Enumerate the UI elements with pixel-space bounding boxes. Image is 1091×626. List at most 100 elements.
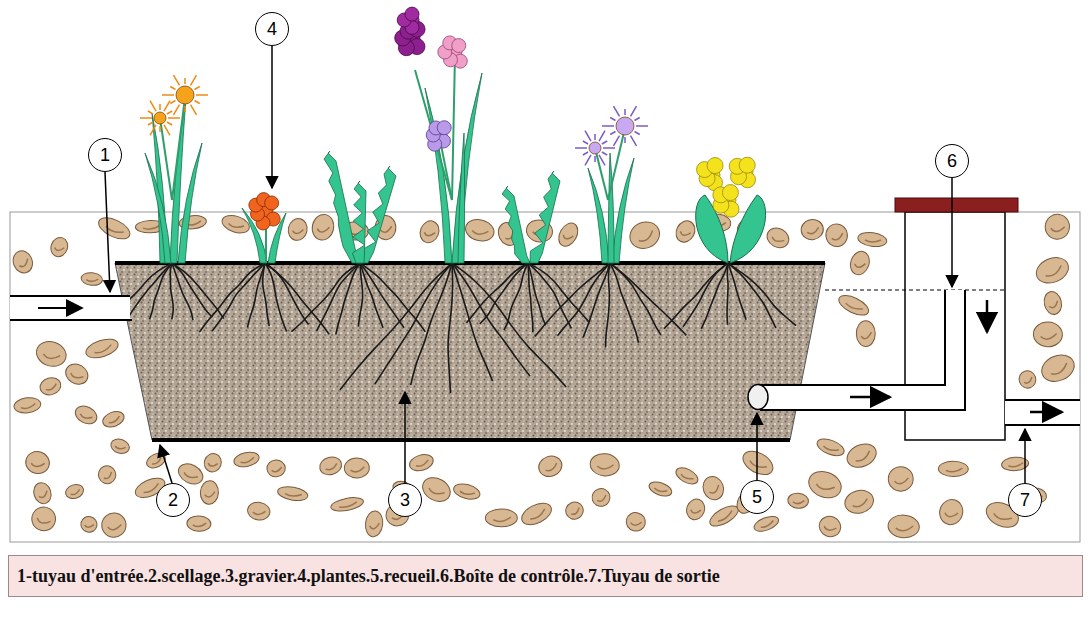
petal-ray — [603, 147, 615, 149]
callout-number: 5 — [752, 488, 762, 506]
rock — [463, 217, 496, 244]
leaf — [425, 88, 452, 263]
callout-number: 1 — [100, 146, 110, 164]
root — [336, 263, 360, 334]
petal-ray — [150, 101, 156, 111]
rock — [563, 499, 586, 522]
rock — [38, 375, 63, 397]
callout-circle: 7 — [1008, 483, 1042, 517]
rock — [938, 461, 968, 477]
rock — [344, 458, 369, 479]
root — [360, 263, 383, 328]
callout-number: 6 — [947, 152, 957, 170]
flower — [405, 7, 419, 21]
petal-ray — [150, 125, 156, 135]
leaf — [612, 158, 634, 263]
collector-pipe — [748, 290, 965, 410]
petal-ray — [585, 155, 591, 165]
petal-ray — [583, 141, 588, 144]
petal-ray — [174, 105, 180, 115]
rock — [590, 486, 612, 508]
leaf — [352, 181, 366, 263]
rock — [452, 481, 482, 501]
rock — [79, 515, 98, 534]
root — [265, 263, 287, 331]
flower — [616, 117, 634, 135]
rock — [408, 452, 436, 473]
petal-ray — [164, 125, 170, 135]
root — [358, 263, 362, 327]
petal-ray — [167, 111, 172, 114]
callout-circle: 3 — [388, 483, 422, 517]
root — [535, 263, 610, 337]
flower — [176, 86, 194, 104]
rock — [856, 321, 875, 347]
root — [199, 263, 265, 332]
rock — [673, 464, 700, 487]
stem — [452, 55, 455, 200]
stem — [160, 118, 172, 200]
petal-ray — [164, 101, 170, 111]
rock — [816, 513, 844, 540]
petal-ray — [196, 94, 208, 96]
stem — [172, 98, 185, 200]
flower — [739, 157, 755, 173]
rock — [842, 487, 876, 516]
rock — [700, 474, 727, 503]
petal-ray — [170, 87, 175, 90]
root — [212, 263, 265, 331]
rock — [672, 218, 698, 246]
root — [448, 263, 453, 393]
petal-ray — [148, 111, 153, 114]
root — [360, 263, 404, 328]
root — [480, 263, 528, 324]
petal-ray — [635, 118, 640, 121]
petal-ray — [610, 118, 615, 121]
petal-ray — [602, 152, 607, 155]
root — [247, 263, 265, 327]
rock — [626, 217, 664, 253]
petal-ray — [191, 75, 197, 85]
plants — [140, 7, 766, 263]
rock — [96, 463, 119, 486]
root — [528, 263, 589, 322]
petal-ray — [636, 125, 648, 127]
rock — [752, 513, 780, 534]
root — [265, 263, 309, 325]
leaf — [458, 133, 465, 263]
petal-ray — [614, 136, 620, 146]
rock — [95, 214, 133, 244]
callout-circle: 6 — [935, 144, 969, 178]
caption-band: 1-tuyau d'entrée.2.scellage.3.gravier.4.… — [8, 555, 1083, 597]
flower — [452, 39, 466, 53]
petal-ray — [594, 134, 596, 140]
leaf — [242, 208, 267, 263]
rock — [187, 515, 212, 531]
callout-circle: 5 — [740, 480, 774, 514]
root — [728, 263, 776, 328]
rock — [647, 479, 673, 499]
petal-ray — [583, 152, 588, 155]
rock — [417, 218, 442, 245]
callout-number: 4 — [267, 20, 277, 38]
rock — [485, 509, 517, 527]
stem — [595, 148, 608, 200]
leaf — [452, 73, 482, 263]
rock — [202, 451, 224, 474]
petal-ray — [184, 106, 186, 112]
root — [340, 263, 452, 390]
rock — [33, 338, 69, 370]
basin — [115, 263, 825, 440]
root — [583, 263, 610, 337]
rock — [1043, 212, 1071, 241]
root — [504, 263, 528, 330]
petal-ray — [195, 87, 200, 90]
petal-ray — [162, 94, 174, 96]
rock — [10, 248, 36, 276]
rock — [848, 249, 873, 277]
rock — [277, 485, 309, 503]
root — [452, 263, 530, 376]
rock — [518, 499, 554, 529]
petal-ray — [159, 126, 161, 132]
rock — [23, 449, 52, 476]
